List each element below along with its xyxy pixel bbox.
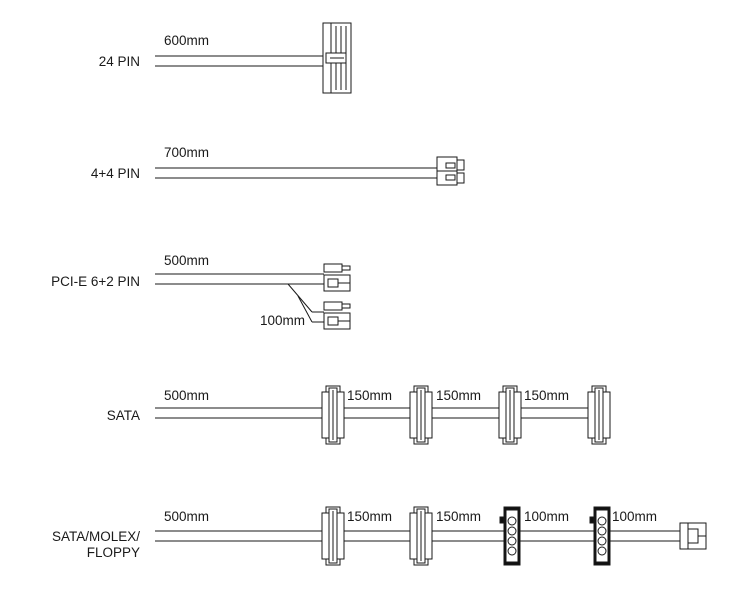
molex-connector (589, 506, 611, 566)
length-label-pcie-main: 500mm (164, 253, 209, 268)
sata-connector (498, 385, 522, 445)
length-label-sata-3: 150mm (436, 388, 481, 403)
length-label-24pin: 600mm (164, 33, 209, 48)
sata-connector (409, 385, 433, 445)
wire (297, 295, 313, 323)
connector-pcie-1 (323, 263, 351, 292)
cable-sata: SATA 500mm 150mm 150mm 150mm (107, 385, 611, 445)
length-label-pcie-branch: 100mm (260, 313, 305, 328)
sata-connector (321, 385, 345, 445)
sata-connector (587, 385, 611, 445)
length-label-4plus4pin: 700mm (164, 145, 209, 160)
connector-24pin (322, 22, 352, 94)
sata-connector (321, 506, 345, 566)
length-label-smf-4: 100mm (524, 509, 569, 524)
cable-24pin: 24 PIN 600mm (99, 22, 352, 94)
cable-label-smf-line1: SATA/MOLEX/ (52, 529, 140, 544)
length-label-sata-1: 500mm (164, 388, 209, 403)
cable-pcie: PCI-E 6+2 PIN 500mm 100mm (51, 253, 351, 330)
cable-label-smf-line2: FLOPPY (87, 545, 140, 560)
length-label-smf-1: 500mm (164, 509, 209, 524)
cable-label-sata: SATA (107, 408, 140, 423)
length-label-smf-2: 150mm (347, 509, 392, 524)
sata-connector (409, 506, 433, 566)
length-label-sata-4: 150mm (524, 388, 569, 403)
length-label-smf-3: 150mm (436, 509, 481, 524)
connector-pcie-2 (323, 301, 351, 330)
wire (287, 283, 313, 313)
floppy-connector (679, 522, 707, 550)
molex-connector (499, 506, 521, 566)
cable-4plus4pin: 4+4 PIN 700mm (91, 145, 465, 186)
length-label-smf-5: 100mm (612, 509, 657, 524)
cable-label-4plus4pin: 4+4 PIN (91, 166, 140, 181)
connector-4plus4pin (436, 156, 465, 186)
cable-label-24pin: 24 PIN (99, 54, 140, 69)
cable-sata-molex-floppy: SATA/MOLEX/ FLOPPY 500mm 150mm 150mm 100… (52, 506, 707, 566)
length-label-sata-2: 150mm (347, 388, 392, 403)
cable-label-pcie: PCI-E 6+2 PIN (51, 274, 140, 289)
